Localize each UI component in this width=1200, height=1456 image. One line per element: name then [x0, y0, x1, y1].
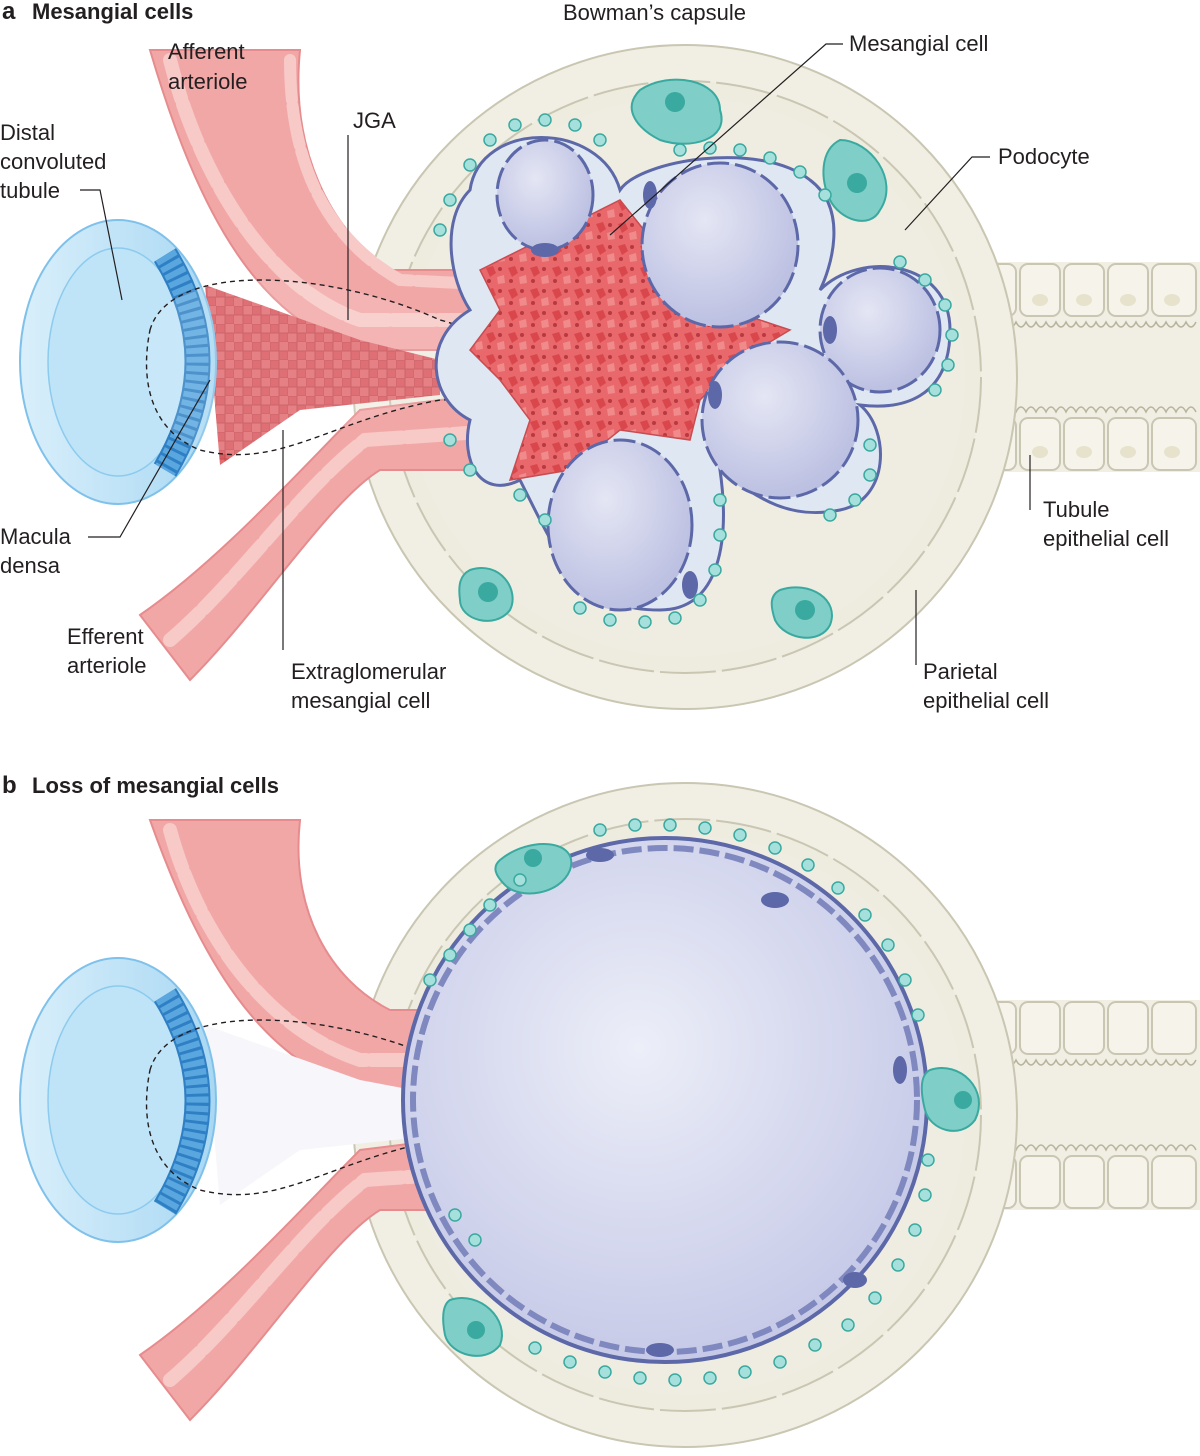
label-parietal-2: epithelial cell [923, 688, 1049, 713]
capillary-loop [818, 266, 942, 394]
label-parietal-1: Parietal [923, 659, 998, 684]
label-efferent-2: arteriole [67, 653, 146, 678]
label-tubule-epi-1: Tubule [1043, 497, 1109, 522]
jga-outline-a [145, 279, 494, 456]
podocyte-foot-processes-b [423, 818, 935, 1387]
label-efferent-1: Efferent [67, 624, 144, 649]
capillary-loop [495, 138, 595, 252]
podocyte-foot-processes-a [433, 113, 959, 629]
glomerular-tuft-a [434, 136, 952, 612]
jga-outline-b [145, 1019, 494, 1196]
label-podocyte: Podocyte [998, 144, 1090, 169]
capillary-loop [700, 340, 860, 500]
leader-lines-a [80, 43, 1031, 665]
ballooned-capillary-b [401, 836, 929, 1364]
podocytes-a [458, 78, 888, 639]
label-mesangial-cell: Mesangial cell [849, 31, 988, 56]
label-distal-2: convoluted [0, 149, 106, 174]
panel-a-letter: a [2, 0, 16, 25]
capillary-loop [546, 438, 694, 612]
panel-b-letter: b [2, 772, 17, 799]
distal-tubule-a [19, 219, 217, 505]
panel-a-title: Mesangial cells [32, 0, 193, 24]
label-afferent-1: Afferent [168, 39, 245, 64]
label-tubule-epi-2: epithelial cell [1043, 526, 1169, 551]
label-extraglomerular-1: Extraglomerular [291, 659, 446, 684]
label-afferent-2: arteriole [168, 69, 247, 94]
label-distal-3: tubule [0, 178, 60, 203]
distal-tubule-b [19, 957, 217, 1243]
extraglomerular-mesangial-cells-a [205, 285, 440, 465]
panel-b: b Loss of mesangial cells [2, 772, 1200, 1448]
panel-a: a Mesangial cells [0, 0, 1200, 713]
label-distal-1: Distal [0, 120, 55, 145]
label-macula-2: densa [0, 553, 61, 578]
afferent-arteriole-a [148, 49, 541, 351]
label-jga: JGA [353, 108, 396, 133]
label-macula-1: Macula [0, 524, 72, 549]
empty-jga-region-b [205, 1025, 440, 1205]
label-bowmans-capsule: Bowman’s capsule [563, 0, 746, 25]
panel-b-title: Loss of mesangial cells [32, 773, 279, 798]
capillary-loop [640, 161, 800, 329]
label-extraglomerular-2: mesangial cell [291, 688, 430, 713]
